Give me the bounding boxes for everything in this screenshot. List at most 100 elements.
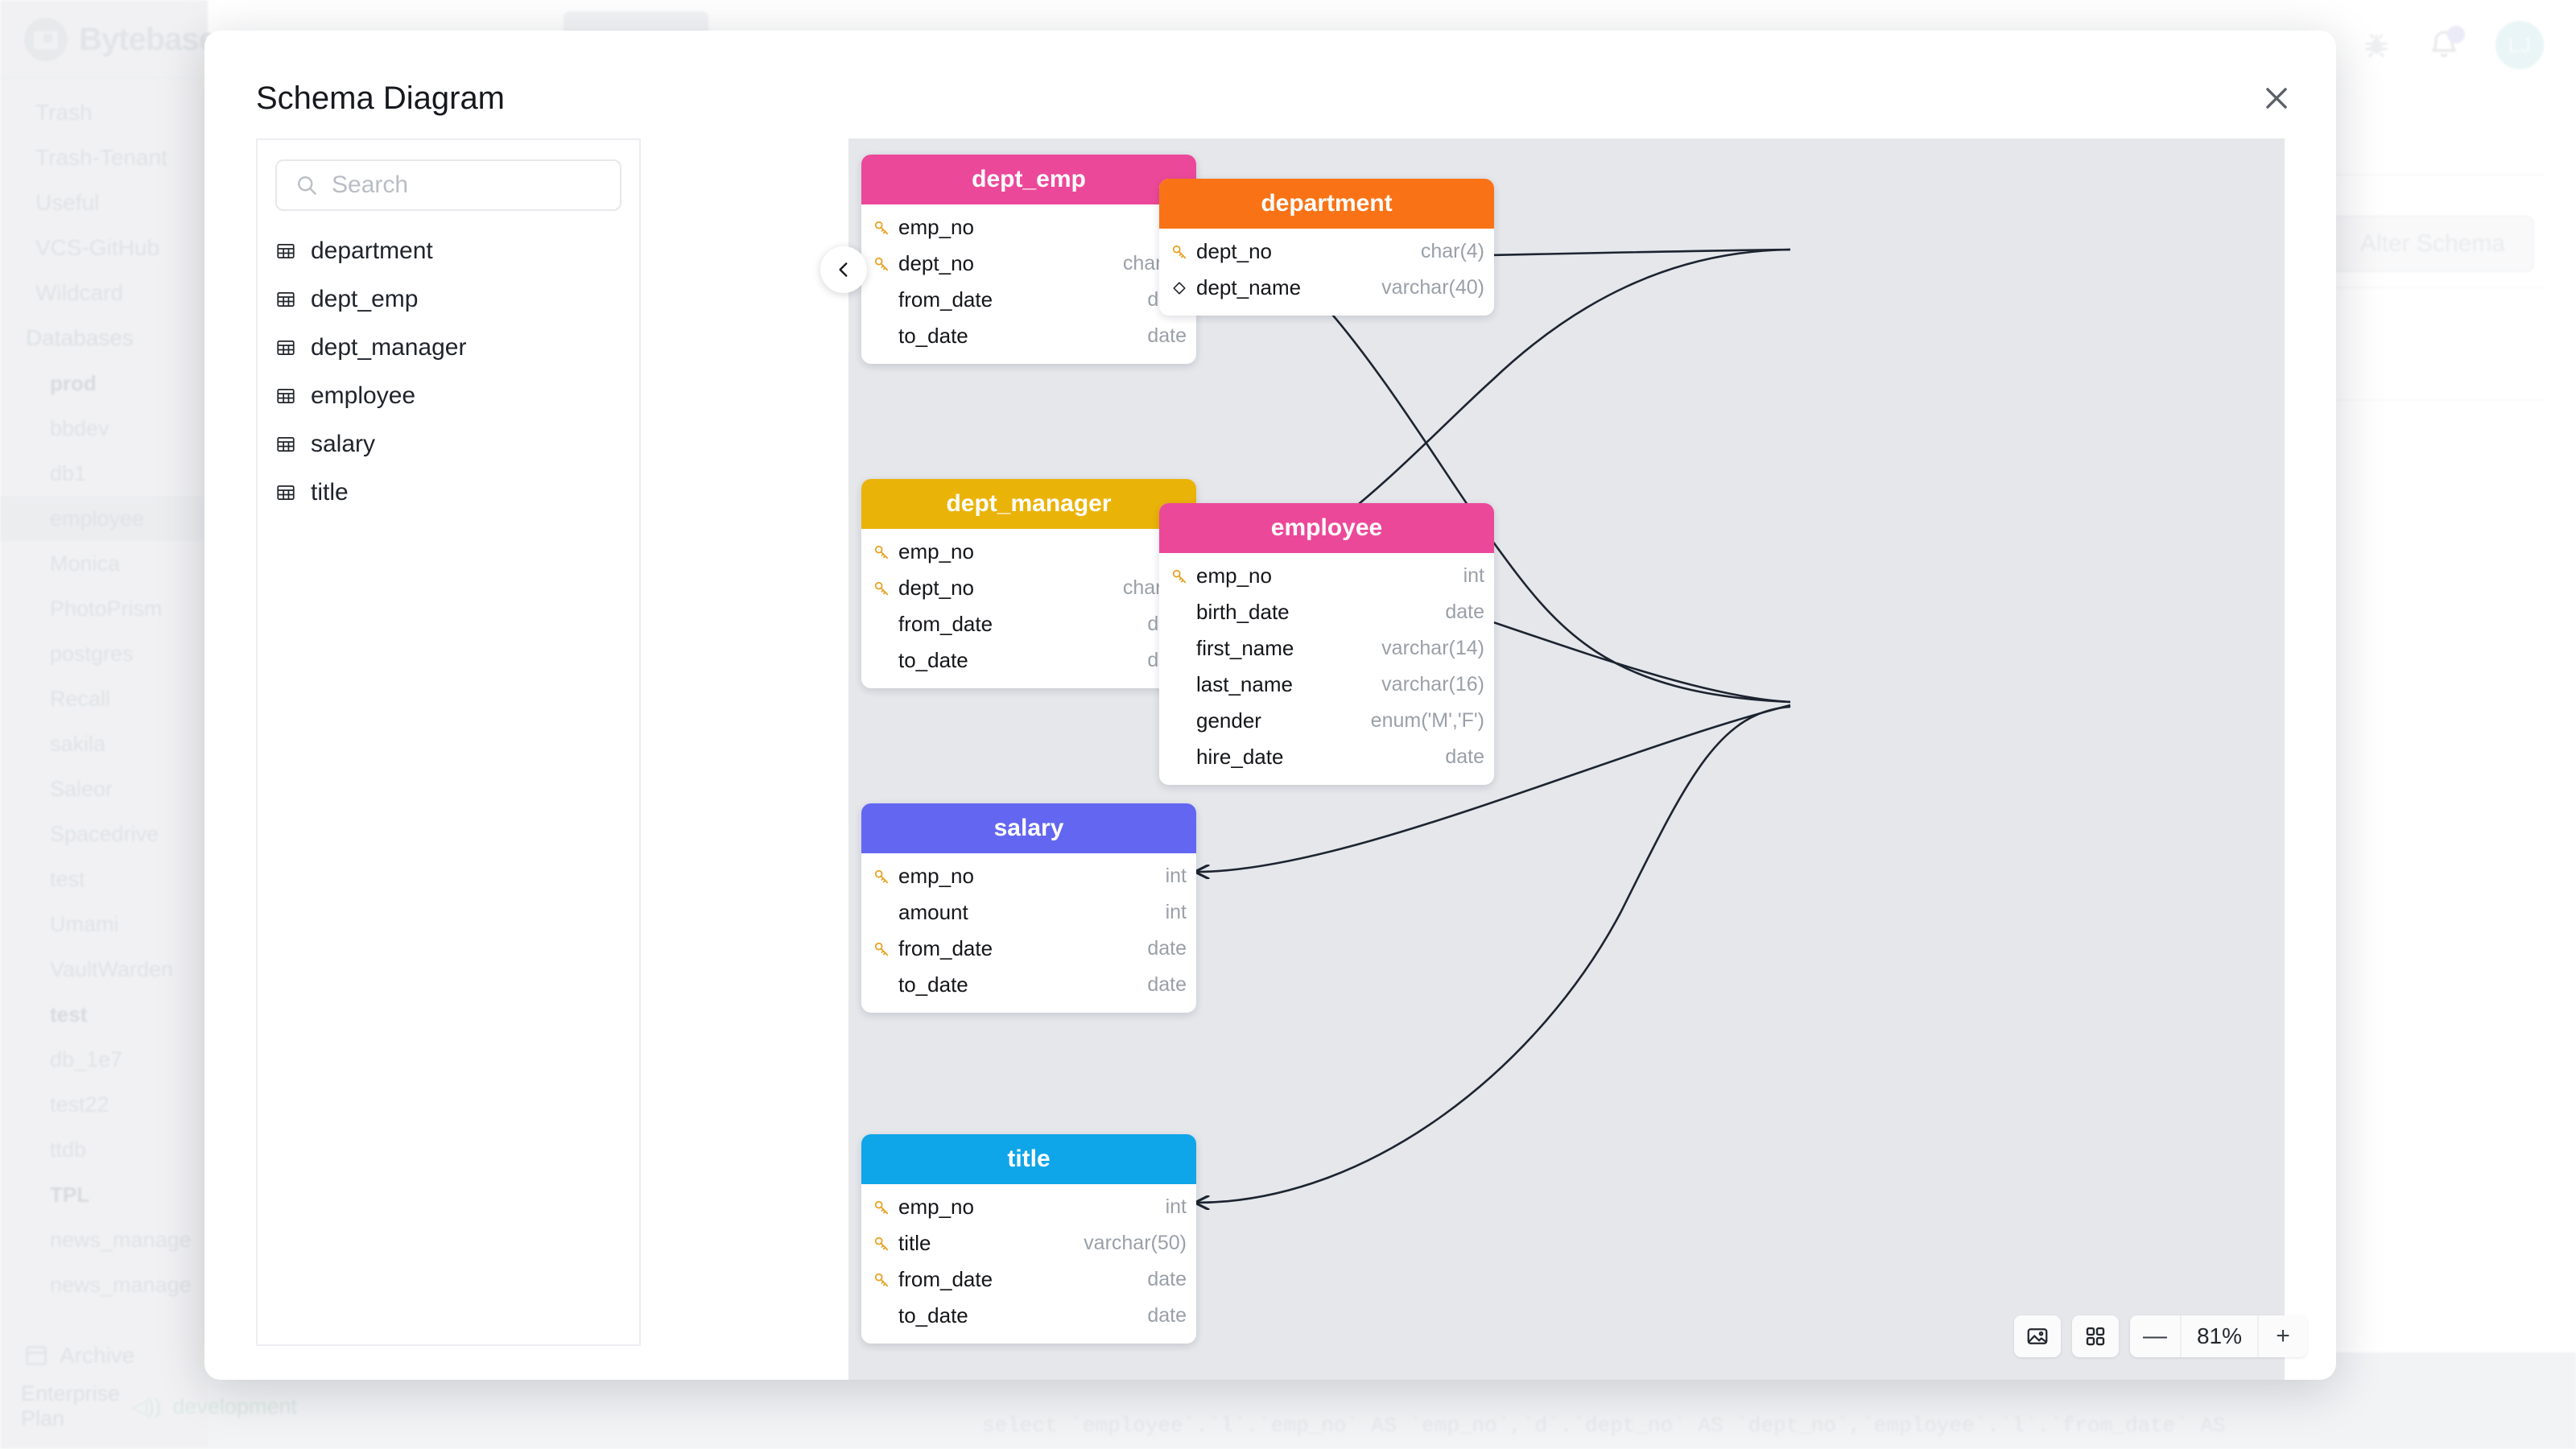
column-type: enum('M','F') [1370,709,1484,732]
column-row[interactable]: title varchar(50) [861,1225,1196,1261]
column-name: dept_name [1196,275,1302,299]
node-title: title [861,1134,1196,1184]
column-name: first_name [1196,636,1294,660]
primary-key-icon [873,1235,898,1253]
list-item[interactable]: dept_emp [258,275,639,324]
table-icon [275,434,296,455]
column-row[interactable]: first_name varchar(14) [1159,630,1494,667]
table-list-panel: department dept_emp dept_manager employe… [256,138,641,1346]
node-title: salary [861,803,1196,853]
column-row[interactable]: emp_no int [861,1189,1196,1225]
column-type: date [1445,745,1484,768]
column-name: from_date [898,612,993,636]
table-icon [275,289,296,310]
list-item[interactable]: salary [258,420,639,469]
primary-key-icon [1170,243,1196,261]
list-item[interactable]: dept_manager [258,324,639,372]
search-box[interactable] [275,159,621,211]
column-name: emp_no [898,1195,974,1219]
table-icon [275,386,296,407]
column-name: to_date [898,324,968,348]
primary-key-icon [873,580,898,597]
column-name: amount [898,900,968,924]
schema-diagram-modal: Schema Diagram department dept_emp dept_… [204,31,2336,1380]
column-name: emp_no [1196,564,1272,588]
list-item[interactable]: employee [258,372,639,420]
index-diamond-icon [1170,279,1196,297]
column-name: hire_date [1196,745,1284,769]
collapse-panel-button[interactable] [820,246,867,293]
column-name: from_date [898,1267,993,1291]
table-name-label: salary [311,431,376,457]
search-input[interactable] [332,171,602,199]
column-name: from_date [898,936,993,960]
column-row[interactable]: hire_date date [1159,739,1494,775]
primary-key-icon [873,940,898,958]
column-type: date [1147,1304,1187,1327]
column-name: title [898,1231,931,1255]
column-row[interactable]: from_date date [861,931,1196,967]
node-title: dept_manager [861,479,1196,529]
table-list: department dept_emp dept_manager employe… [258,227,639,517]
column-name: emp_no [898,864,974,888]
column-type: varchar(50) [1084,1232,1187,1254]
table-icon [275,241,296,262]
column-type: varchar(14) [1381,637,1484,659]
zoom-in-button[interactable]: + [2257,1315,2307,1357]
column-row[interactable]: to_date date [861,967,1196,1003]
table-name-label: dept_emp [311,286,419,312]
column-name: gender [1196,708,1261,733]
column-name: from_date [898,287,993,312]
column-row[interactable]: to_date date [861,318,1196,354]
primary-key-icon [873,255,898,273]
schema-node-title[interactable]: title emp_no int title varchar(50) from_da… [861,1134,1196,1344]
column-name: dept_no [898,251,974,275]
list-item[interactable]: department [258,227,639,275]
image-icon[interactable] [2014,1315,2061,1357]
grid-icon[interactable] [2072,1315,2119,1357]
primary-key-icon [873,1271,898,1289]
column-row[interactable]: gender enum('M','F') [1159,703,1494,739]
column-type: date [1147,324,1187,347]
zoom-out-button[interactable]: — [2143,1323,2167,1349]
column-name: to_date [898,648,968,672]
column-type: int [1165,1195,1187,1218]
zoom-level[interactable]: 81% [2180,1315,2257,1357]
column-type: date [1147,937,1187,960]
node-title: employee [1159,503,1494,553]
column-name: to_date [898,972,968,997]
column-type: date [1147,973,1187,996]
column-type: varchar(16) [1381,673,1484,696]
column-name: dept_no [898,576,974,600]
list-item[interactable]: title [258,469,639,517]
close-icon[interactable] [2251,72,2302,124]
search-icon [295,173,319,197]
